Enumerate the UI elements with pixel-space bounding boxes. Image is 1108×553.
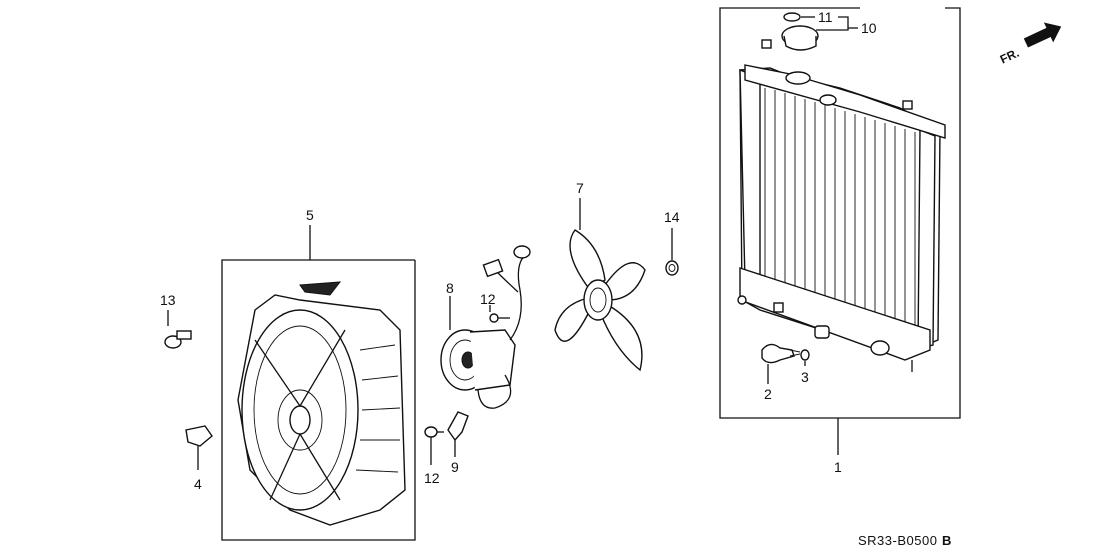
fan-motor[interactable] (440, 245, 531, 409)
callout-bracket: 9 (451, 459, 459, 475)
clip[interactable] (185, 425, 213, 470)
callout-lines-cap (801, 16, 858, 31)
callout-nut: 14 (664, 209, 680, 225)
callout-bolt: 13 (160, 292, 176, 308)
callout-screw-lower: 12 (424, 470, 440, 486)
callout-clip: 4 (194, 476, 202, 492)
screw-lower[interactable] (424, 426, 444, 465)
radiator-group-box (719, 7, 961, 455)
shroud-group-box (221, 225, 416, 541)
washer[interactable] (800, 349, 810, 361)
radiator-core[interactable] (737, 64, 946, 372)
radiator-cap[interactable] (761, 12, 819, 51)
callout-drain-plug: 2 (764, 386, 772, 402)
cooling-fan[interactable] (554, 198, 646, 372)
callout-cap: 10 (861, 20, 877, 36)
callout-washer: 3 (801, 369, 809, 385)
callout-motor: 8 (446, 280, 454, 296)
bolt[interactable] (164, 310, 192, 349)
callout-radiator: 1 (834, 459, 842, 475)
callout-cap-seal: 11 (818, 9, 833, 25)
callout-labels: 1 2 3 4 5 7 8 9 10 11 12 12 13 14 (160, 9, 877, 492)
screw-upper[interactable] (489, 305, 510, 323)
diagram-code: SR33-B0500 (858, 533, 937, 548)
bracket[interactable] (447, 411, 469, 457)
drain-plug[interactable] (761, 343, 801, 364)
diagram-code-suffix: B (942, 533, 952, 548)
fan-shroud[interactable] (237, 281, 406, 526)
callout-fan: 7 (576, 180, 584, 196)
direction-arrow-icon (1023, 22, 1062, 48)
direction-label: FR. (998, 46, 1021, 67)
nut[interactable] (665, 228, 679, 276)
direction-indicator: FR. (998, 22, 1062, 67)
callout-screw-upper: 12 (480, 291, 496, 307)
callout-shroud: 5 (306, 207, 314, 223)
